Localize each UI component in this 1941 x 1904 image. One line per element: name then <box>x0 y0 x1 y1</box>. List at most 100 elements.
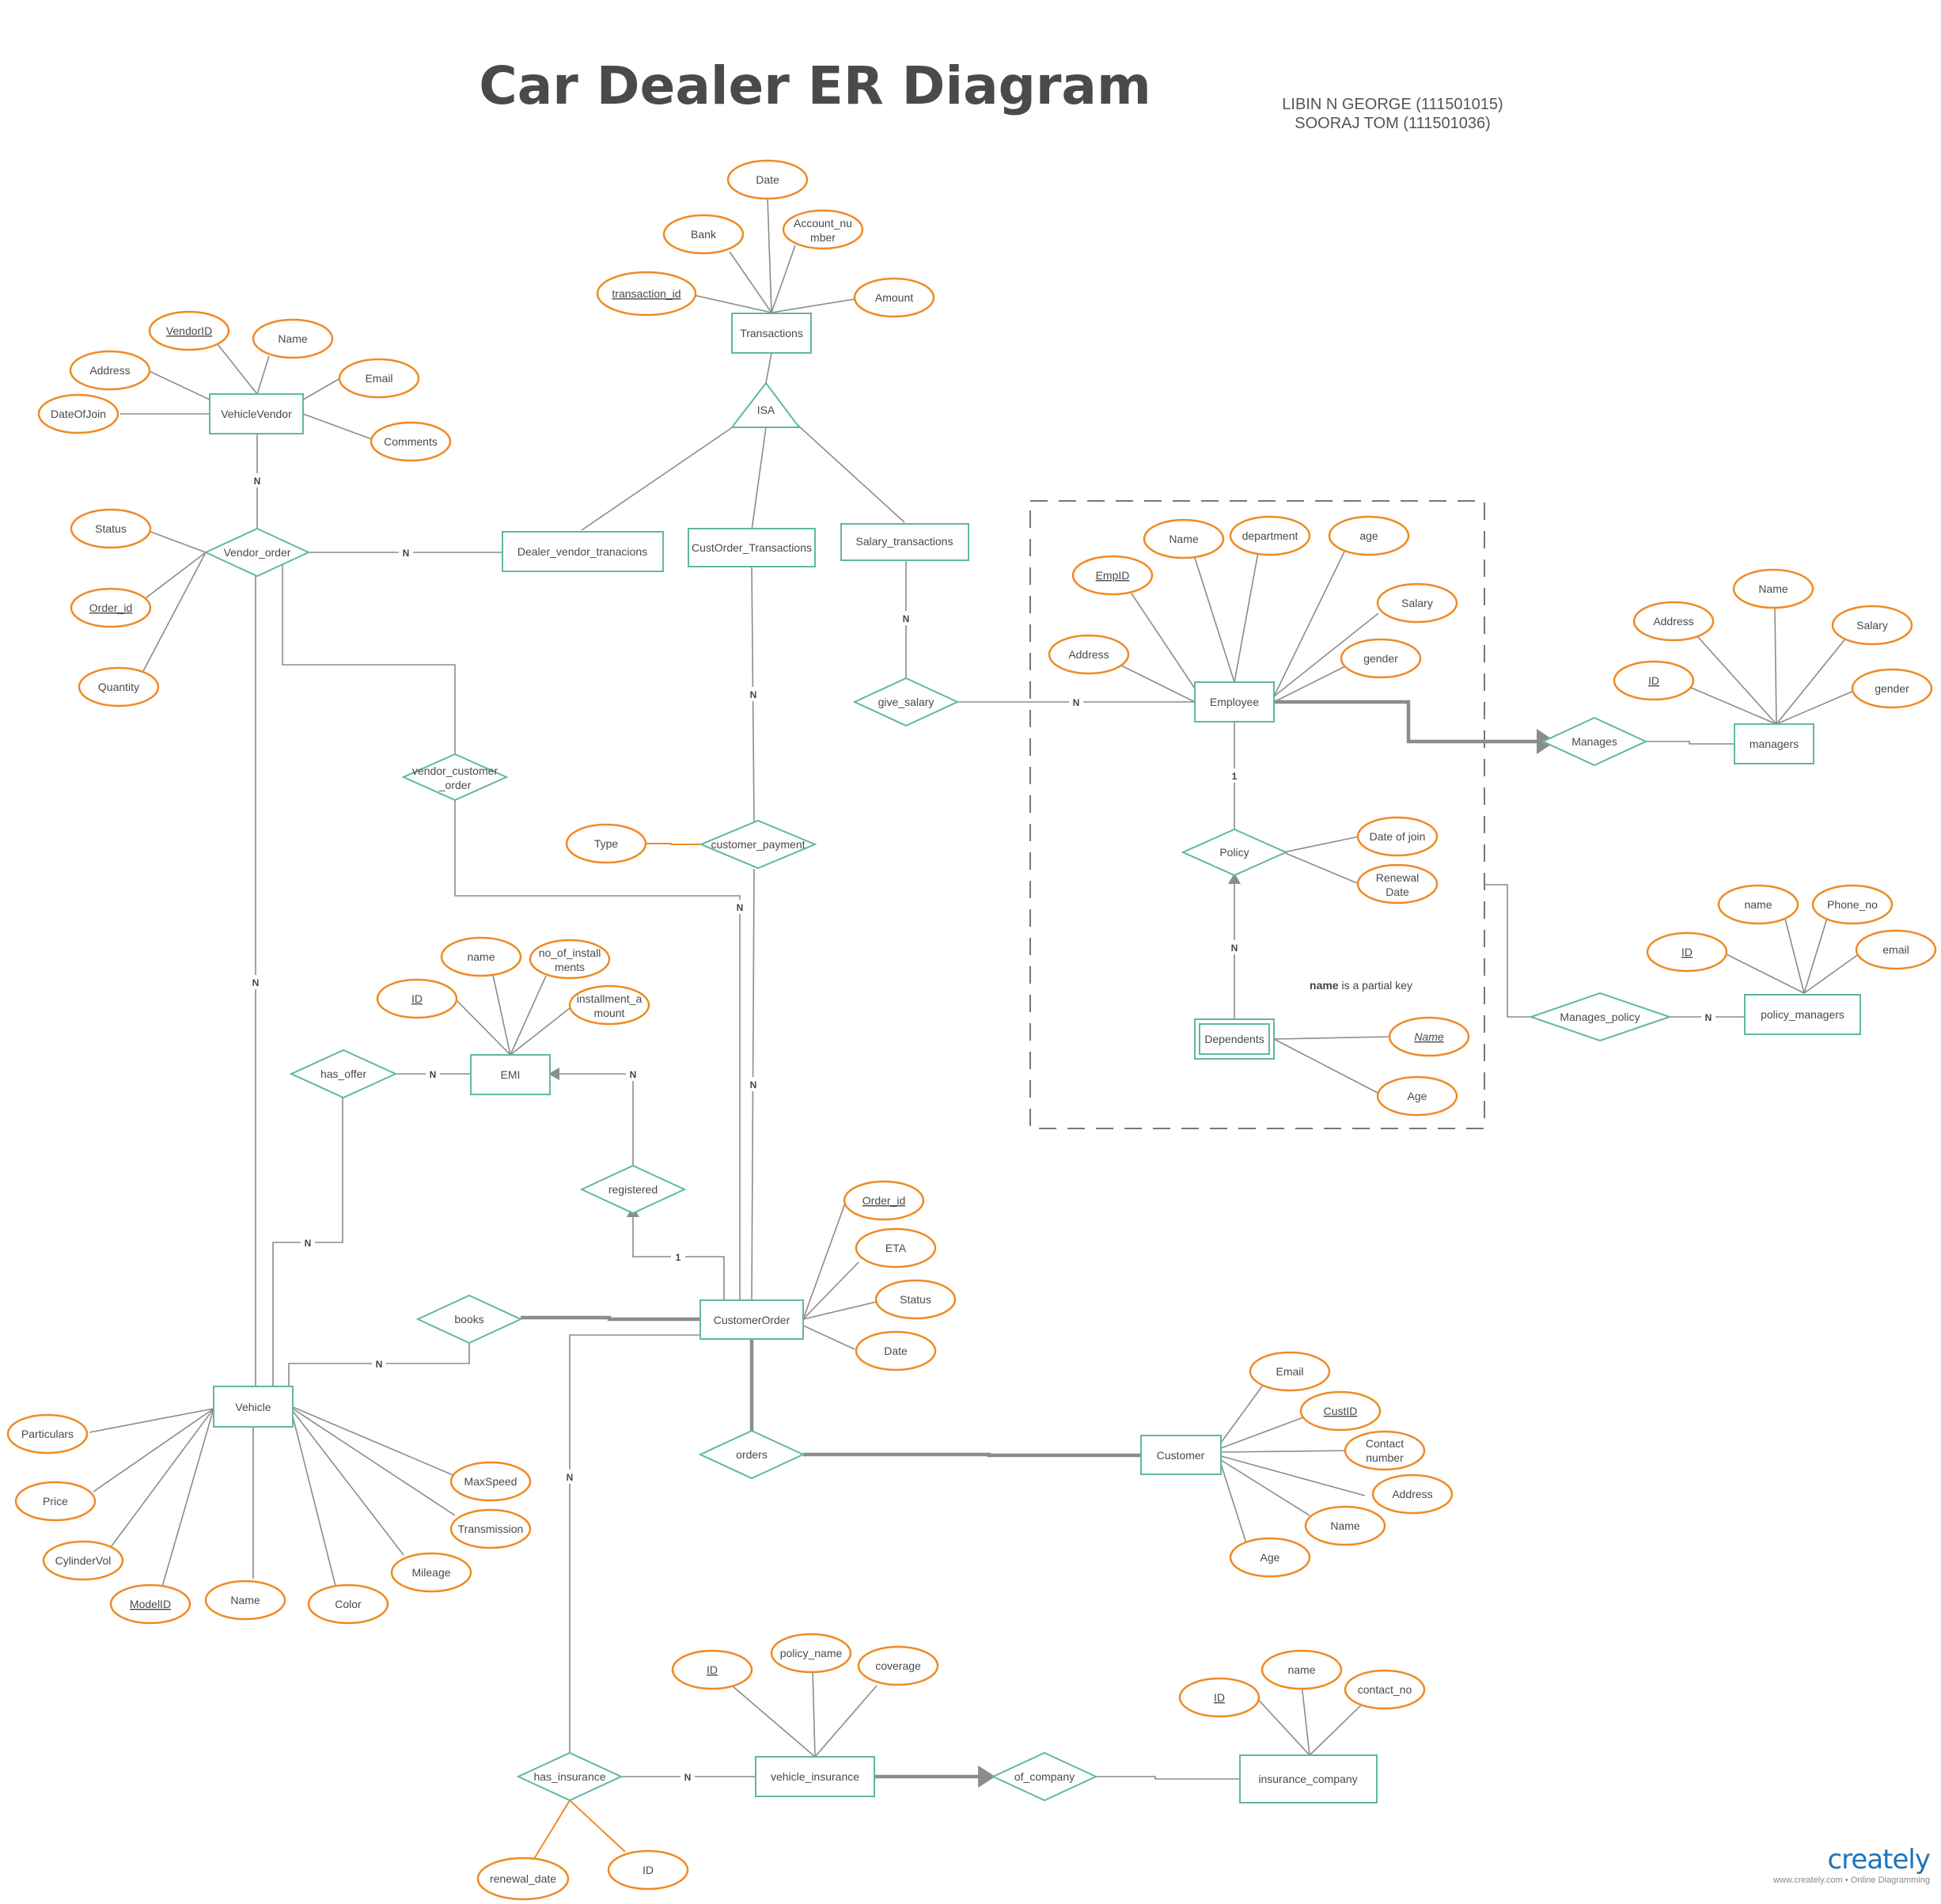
attr-pm-phone[interactable]: Phone_no <box>1811 884 1894 925</box>
attr-vv-address[interactable]: Address <box>69 350 151 391</box>
attr-ic-name-label: name <box>1287 1663 1315 1676</box>
entity-employee[interactable]: Employee <box>1194 681 1275 723</box>
attr-ve-mileage[interactable]: Mileage <box>390 1552 472 1593</box>
attr-vo-quantity[interactable]: Quantity <box>78 666 160 707</box>
attr-mg-salary[interactable]: Salary <box>1831 605 1913 646</box>
attr-em-address[interactable]: Address <box>1048 634 1130 675</box>
isa-triangle[interactable]: ISA <box>730 381 801 428</box>
attr-vo-order-id[interactable]: Order_id <box>70 587 152 628</box>
attr-ve-particulars[interactable]: Particulars <box>6 1413 89 1455</box>
attr-tr-id[interactable]: transaction_id <box>596 271 697 317</box>
entity-managers[interactable]: managers <box>1734 723 1814 764</box>
attr-co-status[interactable]: Status <box>874 1279 957 1320</box>
rel-policy[interactable]: Policy <box>1181 828 1288 877</box>
attr-pm-id[interactable]: ID <box>1646 931 1728 973</box>
attr-emi-name[interactable]: name <box>440 936 522 977</box>
attr-vi-id[interactable]: ID <box>671 1649 753 1690</box>
entity-vehicle-vendor[interactable]: VehicleVendor <box>209 393 304 434</box>
attr-ve-color[interactable]: Color <box>307 1584 389 1625</box>
rel-has-insurance[interactable]: has_insurance <box>516 1751 624 1802</box>
entity-customer-order[interactable]: CustomerOrder <box>699 1299 804 1340</box>
attr-de-name[interactable]: Name <box>1388 1016 1470 1057</box>
attr-em-salary[interactable]: Salary <box>1376 582 1458 624</box>
attr-em-gender[interactable]: gender <box>1340 638 1422 679</box>
attr-cu-email[interactable]: Email <box>1249 1351 1331 1392</box>
attr-de-age[interactable]: Age <box>1376 1075 1458 1117</box>
attr-tr-date[interactable]: Date <box>726 159 809 200</box>
attr-em-name[interactable]: Name <box>1143 518 1225 559</box>
attr-hi-id[interactable]: ID <box>607 1849 689 1891</box>
attr-co-date[interactable]: Date <box>855 1330 937 1371</box>
attr-cu-age[interactable]: Age <box>1229 1537 1311 1578</box>
attr-cu-address[interactable]: Address <box>1371 1474 1454 1515</box>
rel-customer-payment[interactable]: customer_payment <box>699 819 817 870</box>
attr-ic-contact[interactable]: contact_no <box>1344 1669 1426 1710</box>
rel-give-salary[interactable]: give_salary <box>852 677 960 727</box>
rel-registered[interactable]: registered <box>579 1164 687 1215</box>
attr-ve-cylindervol[interactable]: CylinderVol <box>42 1540 124 1581</box>
attr-cu-custid[interactable]: CustID <box>1299 1390 1382 1432</box>
attr-vi-coverage[interactable]: coverage <box>857 1645 939 1686</box>
entity-customer[interactable]: Customer <box>1140 1435 1222 1475</box>
attr-em-age[interactable]: age <box>1328 515 1410 556</box>
attr-tr-amount[interactable]: Amount <box>853 277 935 318</box>
attr-em-department[interactable]: department <box>1229 515 1311 556</box>
attr-hi-renewal-date[interactable]: renewal_date <box>476 1857 570 1901</box>
attr-tr-id-label: transaction_id <box>612 287 680 300</box>
entity-vehicle-insurance[interactable]: vehicle_insurance <box>755 1756 875 1797</box>
rel-vendor-customer-order[interactable]: vendor_customer _order <box>401 753 509 802</box>
attr-ve-price-label: Price <box>43 1495 68 1508</box>
attr-vv-email[interactable]: Email <box>338 358 420 399</box>
rel-vendor-order[interactable]: Vendor_order <box>203 527 311 578</box>
attr-mg-id[interactable]: ID <box>1613 660 1695 701</box>
entity-vehicle[interactable]: Vehicle <box>213 1386 294 1428</box>
attr-co-eta[interactable]: ETA <box>855 1227 937 1269</box>
attr-co-order-id[interactable]: Order_id <box>843 1180 925 1221</box>
attr-ve-transmission[interactable]: Transmission <box>449 1508 532 1549</box>
attr-tr-bank[interactable]: Bank <box>662 214 745 255</box>
rel-orders[interactable]: orders <box>698 1429 806 1480</box>
attr-ve-maxspeed[interactable]: MaxSpeed <box>449 1461 532 1502</box>
attr-tr-account-label-1: Account_nu <box>794 217 852 229</box>
attr-emi-id[interactable]: ID <box>376 978 458 1019</box>
attr-pm-email[interactable]: email <box>1855 929 1937 970</box>
attr-vv-comments[interactable]: Comments <box>370 421 452 462</box>
attr-vv-dateofjoin[interactable]: DateOfJoin <box>37 393 119 434</box>
attr-pm-name[interactable]: name <box>1717 884 1799 925</box>
attr-mg-gender[interactable]: gender <box>1851 668 1933 709</box>
entity-salary-transactions[interactable]: Salary_transactions <box>840 523 969 561</box>
attr-cp-type-label: Type <box>594 837 619 850</box>
entity-emi[interactable]: EMI <box>470 1054 551 1095</box>
rel-of-company[interactable]: of_company <box>991 1751 1098 1802</box>
rel-books[interactable]: books <box>415 1294 523 1345</box>
attr-po-dateofjoin[interactable]: Date of join <box>1356 816 1439 857</box>
attr-tr-account[interactable]: Account_number <box>782 209 864 250</box>
attr-ve-price[interactable]: Price <box>14 1481 97 1522</box>
rel-has-offer[interactable]: has_offer <box>289 1049 398 1099</box>
entity-transactions[interactable]: Transactions <box>731 313 812 354</box>
attr-ic-name[interactable]: name <box>1261 1649 1343 1690</box>
entity-policy-managers[interactable]: policy_managers <box>1744 994 1861 1035</box>
attr-ic-id[interactable]: ID <box>1178 1677 1261 1718</box>
entity-dealer-vendor-transactions[interactable]: Dealer_vendor_tranacions <box>502 531 664 572</box>
attr-ve-modelid[interactable]: ModelID <box>109 1584 191 1625</box>
attr-vi-policy-name[interactable]: policy_name <box>770 1633 852 1674</box>
attr-mg-address[interactable]: Address <box>1632 601 1715 642</box>
attr-cu-name[interactable]: Name <box>1304 1505 1386 1546</box>
entity-insurance-company[interactable]: insurance_company <box>1239 1754 1378 1803</box>
attr-vv-vendorid[interactable]: VendorID <box>148 310 230 351</box>
rel-manages[interactable]: Manages <box>1541 716 1648 767</box>
rel-manages-policy[interactable]: Manages_policy <box>1528 992 1673 1042</box>
attr-em-empid[interactable]: EmpID <box>1071 555 1154 596</box>
attr-ve-name[interactable]: Name <box>204 1580 286 1621</box>
entity-dependents-weak[interactable]: Dependents <box>1194 1018 1275 1060</box>
attr-vv-name[interactable]: Name <box>252 318 334 359</box>
entity-custorder-transactions[interactable]: CustOrder_Transactions <box>688 528 816 567</box>
attr-mg-name[interactable]: Name <box>1732 568 1814 609</box>
attr-vo-status[interactable]: Status <box>70 508 152 549</box>
attr-cp-type[interactable]: Type <box>565 823 647 864</box>
